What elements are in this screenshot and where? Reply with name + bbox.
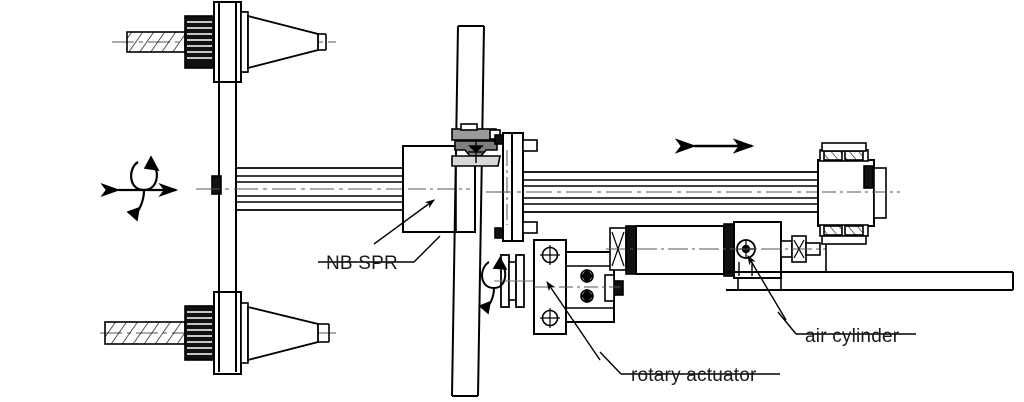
bearing-flange-detail xyxy=(451,123,501,167)
rotary-actuator xyxy=(494,239,624,335)
leader-rotary-actuator xyxy=(546,281,780,375)
label-nb-spr: NB SPR xyxy=(326,253,398,274)
label-air-cylinder: air cylinder xyxy=(805,326,900,347)
air-cylinder xyxy=(606,221,826,290)
leader-nb-spr xyxy=(318,199,441,263)
leader-air-cylinder xyxy=(747,255,916,335)
label-rotary-actuator: rotary actuator xyxy=(631,365,757,386)
rotation-arrow-left xyxy=(100,155,179,222)
spline-shaft-right xyxy=(486,171,870,213)
spline-shaft xyxy=(196,167,470,211)
base-rail xyxy=(726,244,1014,291)
bearing-block xyxy=(817,142,900,245)
flange-plate xyxy=(494,132,538,242)
mounting-wall xyxy=(451,25,485,397)
tool-cone-upper xyxy=(112,1,336,83)
tool-column-left xyxy=(211,2,237,372)
rotation-arrow-lower xyxy=(478,256,508,315)
